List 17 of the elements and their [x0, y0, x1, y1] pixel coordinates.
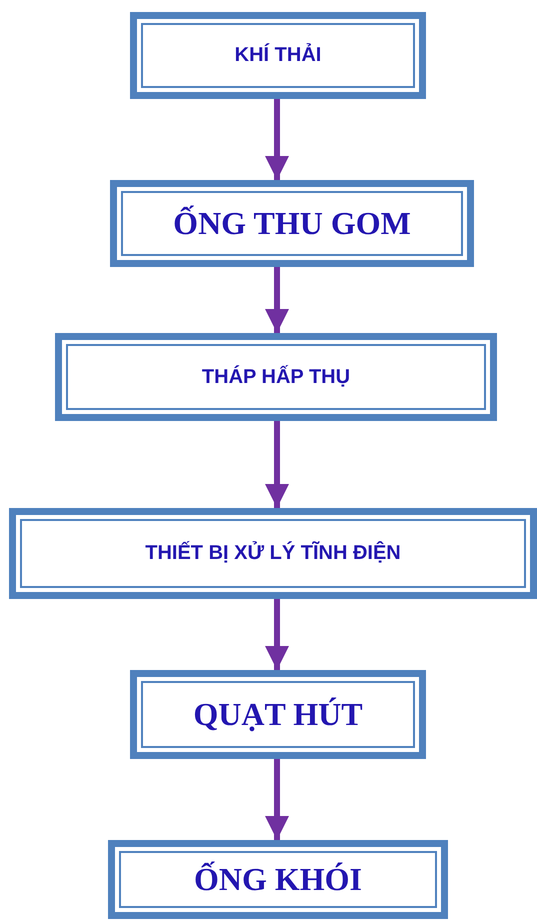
- box-label: QUẠT HÚT: [193, 696, 363, 733]
- box-label: KHÍ THẢI: [234, 44, 322, 67]
- process-box: [9, 508, 537, 599]
- box-label: ỐNG KHÓI: [194, 861, 362, 898]
- arrow: [265, 599, 289, 670]
- box-label: THÁP HẤP THỤ: [202, 366, 350, 388]
- box-label: ỐNG THU GOM: [173, 205, 411, 242]
- process-box: [130, 670, 426, 759]
- box-label: THIẾT BỊ XỬ LÝ TĨNH ĐIỆN: [145, 542, 401, 565]
- arrow: [265, 759, 289, 840]
- process-box: [55, 333, 497, 421]
- arrow: [265, 267, 289, 333]
- process-box: [130, 12, 426, 99]
- arrow: [265, 421, 289, 508]
- process-box: [110, 180, 474, 267]
- process-box: [108, 840, 448, 919]
- arrow: [265, 99, 289, 180]
